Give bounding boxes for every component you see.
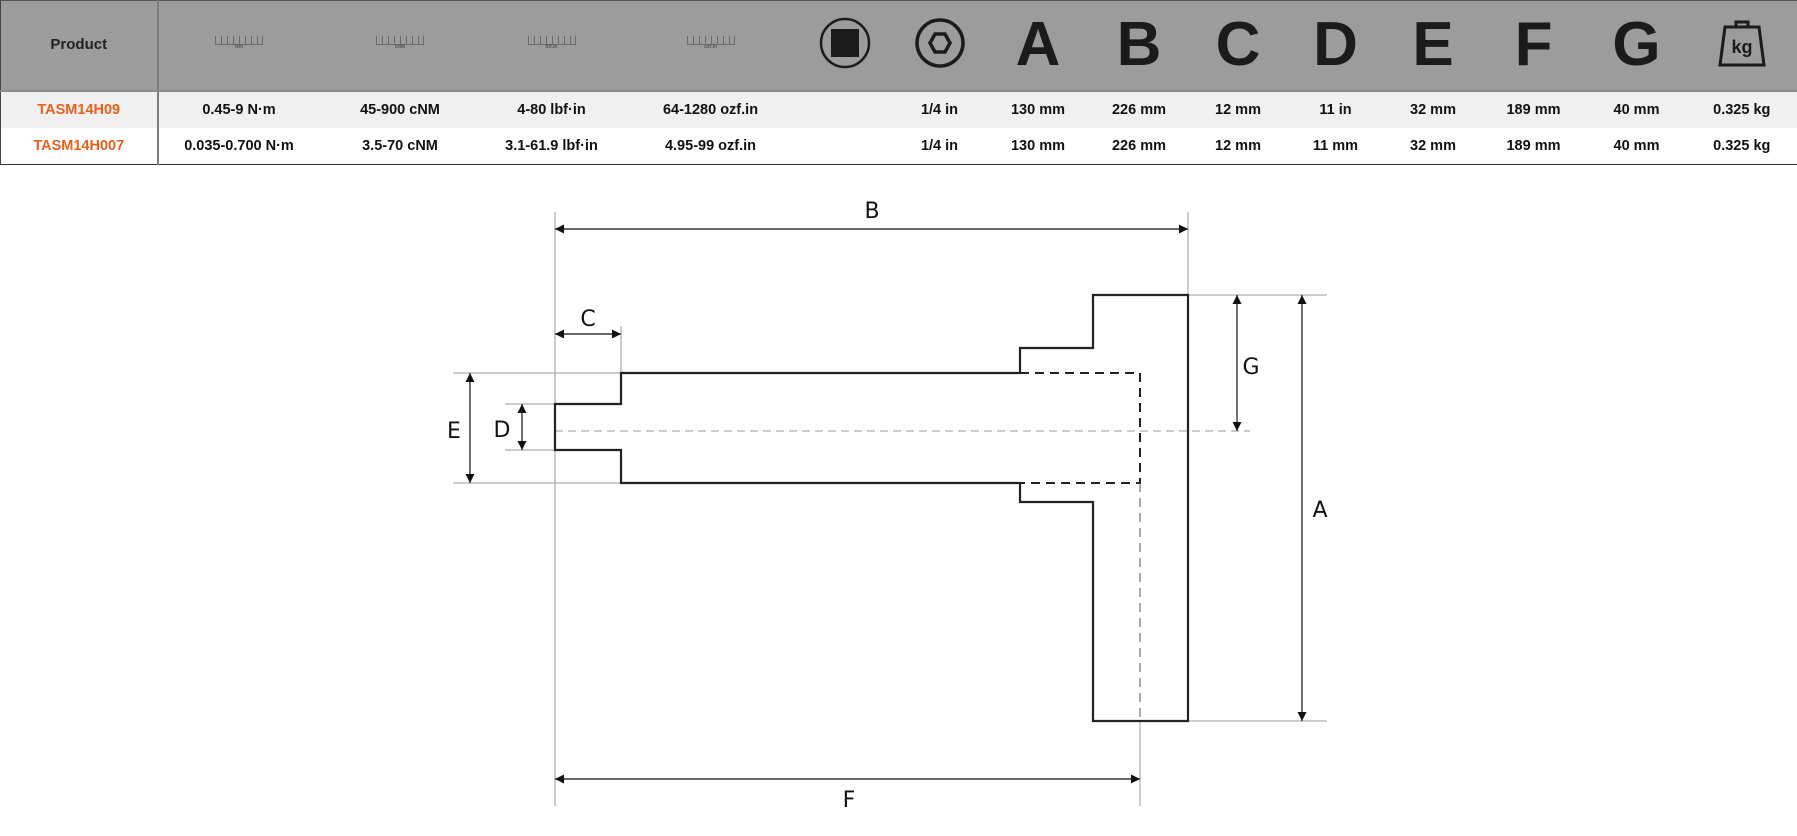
dimension-arrows xyxy=(465,224,1307,784)
dimension-diagram: B C E D G A F xyxy=(447,199,1327,813)
dim-a-label: A xyxy=(1312,498,1327,523)
hex-cell: 1/4 in xyxy=(920,137,959,154)
square-drive-icon xyxy=(819,17,870,68)
product-cell[interactable]: TASM14H007 xyxy=(0,127,159,165)
dim-e-cell: 32 mm xyxy=(1410,101,1456,118)
hidden-socket-outline xyxy=(1020,372,1141,484)
dim-d-label: D xyxy=(494,418,511,443)
table-row: TASM14H09 0.45-9 N·m 45-900 cNM 4-80 lbf… xyxy=(0,90,1797,128)
weight-icon: kg xyxy=(1718,20,1766,67)
hex-drive-header xyxy=(890,0,989,92)
ozf-cell: 4.95-99 ozf.in xyxy=(664,137,757,154)
table-row: TASM14H007 0.035-0.700 N·m 3.5-70 cNM 3.… xyxy=(0,127,1797,165)
lbf-cell: 4-80 lbf·in xyxy=(517,101,586,118)
weight-cell: 0.325 kg xyxy=(1686,90,1797,128)
square-cell xyxy=(799,91,891,128)
ruler-icon: Nm xyxy=(215,35,263,50)
cnm-cell: 45-900 cNM xyxy=(360,101,440,118)
dim-e-cell: 32 mm xyxy=(1410,137,1456,154)
tool-outline xyxy=(553,293,1190,723)
ruler-icon: ozf.in xyxy=(686,35,735,50)
dim-g-header: G xyxy=(1586,0,1687,92)
nm-cell: 0.035-0.700 N·m xyxy=(184,137,294,154)
lbf-header: lbf.in xyxy=(480,0,623,92)
dim-a-header: A xyxy=(988,0,1088,92)
dim-a-cell: 130 mm xyxy=(1010,137,1065,154)
weight-cell: 0.325 kg xyxy=(1686,127,1797,165)
dim-f-label: F xyxy=(843,788,856,813)
weight-header: kg xyxy=(1686,0,1797,92)
svg-text:kg: kg xyxy=(1731,37,1752,57)
nm-header: Nm xyxy=(157,0,320,92)
dim-c-cell: 12 mm xyxy=(1215,101,1261,118)
dim-b-header: B xyxy=(1087,0,1191,92)
dim-c-label: C xyxy=(580,307,595,332)
dim-c-header: C xyxy=(1190,0,1286,92)
cnm-header: cNM xyxy=(319,0,481,92)
dim-b-label: B xyxy=(864,199,879,224)
lbf-cell: 3.1-61.9 lbf·in xyxy=(505,137,598,154)
dim-b-cell: 226 mm xyxy=(1111,101,1166,118)
ozf-header: ozf.in xyxy=(622,0,799,92)
product-header-label: Product xyxy=(50,36,108,54)
dim-e-label: E xyxy=(447,419,461,444)
ruler-icon: cNM xyxy=(376,35,424,50)
spec-table: Product Nm cNM lbf.in ozf.in xyxy=(0,0,1797,165)
dim-d-header: D xyxy=(1285,0,1386,92)
dim-g-label: G xyxy=(1242,355,1259,380)
dim-f-cell: 189 mm xyxy=(1506,101,1561,118)
hex-cell: 1/4 in xyxy=(920,101,959,118)
dim-g-cell: 40 mm xyxy=(1613,101,1660,118)
dim-b-cell: 226 mm xyxy=(1111,137,1166,154)
dim-d-cell: 11 in xyxy=(1319,101,1352,118)
dim-f-header: F xyxy=(1480,0,1587,92)
dim-e-header: E xyxy=(1385,0,1481,92)
product-header: Product xyxy=(0,0,159,92)
dim-d-cell: 11 mm xyxy=(1312,137,1359,154)
ozf-cell: 64-1280 ozf.in xyxy=(662,101,759,118)
table-header-row: Product Nm cNM lbf.in ozf.in xyxy=(0,0,1797,92)
square-cell xyxy=(799,128,891,165)
cnm-cell: 3.5-70 cNM xyxy=(362,137,438,154)
square-drive-header xyxy=(798,0,891,92)
nm-cell: 0.45-9 N·m xyxy=(202,101,276,118)
dim-g-cell: 40 mm xyxy=(1613,137,1660,154)
extension-lines xyxy=(453,212,1327,806)
ruler-icon: lbf.in xyxy=(527,35,576,50)
dim-c-cell: 12 mm xyxy=(1215,137,1261,154)
dim-f-cell: 189 mm xyxy=(1506,137,1561,154)
dim-a-cell: 130 mm xyxy=(1010,101,1065,118)
hex-drive-icon xyxy=(914,18,965,68)
product-cell[interactable]: TASM14H09 xyxy=(0,90,159,128)
